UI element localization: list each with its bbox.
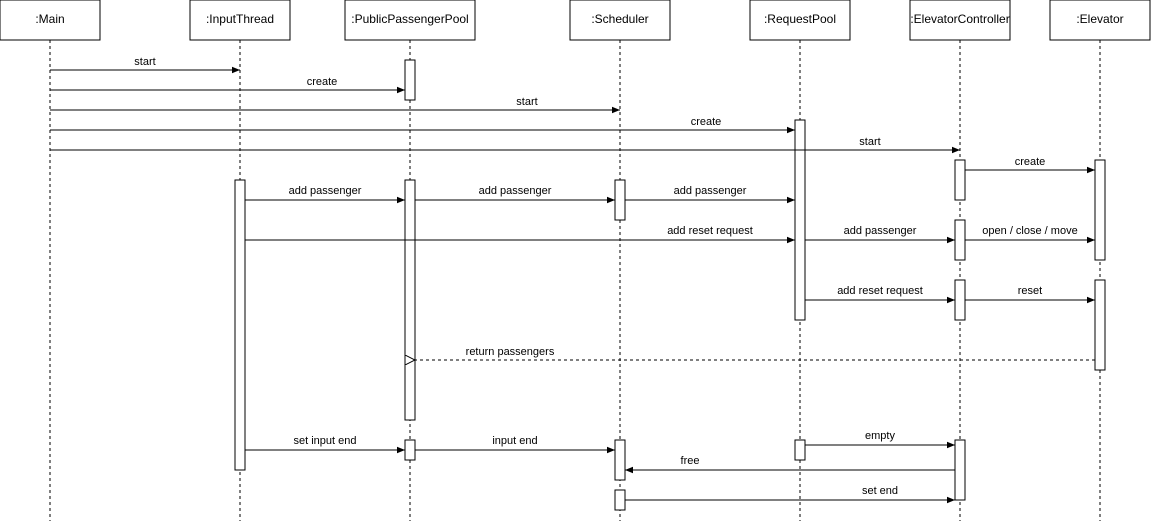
message-label: add passenger xyxy=(674,185,747,197)
message-label: start xyxy=(516,96,537,108)
activations xyxy=(234,59,1106,511)
message-add-passenger-2: add passenger xyxy=(415,185,615,204)
activation-bar xyxy=(404,179,416,421)
participant-label: :Scheduler xyxy=(591,12,648,26)
participant-label: :RequestPool xyxy=(764,12,836,26)
participant-requestpool: :RequestPool xyxy=(749,0,851,41)
message-reset: reset xyxy=(965,285,1095,304)
message-label: input end xyxy=(492,435,537,447)
message-free: free xyxy=(625,455,955,474)
message-label: free xyxy=(681,455,700,467)
message-add-passenger-1: add passenger xyxy=(245,185,405,204)
message-label: start xyxy=(859,136,880,148)
activation-bar xyxy=(614,179,626,221)
participant-label: :Elevator xyxy=(1076,12,1123,26)
message-open-close-move: open / close / move xyxy=(965,225,1095,244)
participant-scheduler: :Scheduler xyxy=(569,0,671,41)
message-label: empty xyxy=(865,430,895,442)
participant-elevatorcontroller: :ElevatorController xyxy=(909,0,1011,41)
message-label: add reset request xyxy=(667,225,753,237)
activation-bar xyxy=(404,439,416,461)
message-label: set input end xyxy=(294,435,357,447)
activation-bar xyxy=(614,489,626,511)
message-start-inputthread: start xyxy=(50,56,240,74)
message-set-input-end: set input end xyxy=(245,435,405,454)
message-input-end: input end xyxy=(415,435,615,454)
message-label: create xyxy=(307,76,338,88)
message-label: add passenger xyxy=(289,185,362,197)
message-set-end: set end xyxy=(625,485,955,504)
activation-bar xyxy=(234,179,246,471)
message-empty: empty xyxy=(805,430,955,449)
activation-bar xyxy=(954,279,966,321)
message-create-publicpassengerpool: create xyxy=(50,76,405,94)
message-start-elevatorcontroller: start xyxy=(50,136,960,154)
message-add-passenger-3: add passenger xyxy=(625,185,795,204)
message-label: return passengers xyxy=(466,346,555,358)
lifelines xyxy=(49,40,1101,521)
activation-bar xyxy=(954,439,966,501)
message-add-passenger-4: add passenger xyxy=(805,225,955,244)
activation-bar xyxy=(954,159,966,201)
message-add-reset-request-1: add reset request xyxy=(245,225,795,244)
message-create-requestpool: create xyxy=(50,116,795,134)
activation-bar xyxy=(794,439,806,461)
message-add-reset-request-2: add reset request xyxy=(805,285,955,304)
message-label: set end xyxy=(862,485,898,497)
message-label: reset xyxy=(1018,285,1042,297)
activation-bar xyxy=(1094,159,1106,261)
message-label: add reset request xyxy=(837,285,923,297)
message-label: create xyxy=(1015,156,1046,168)
participant-label: :Main xyxy=(35,12,64,26)
participant-main: :Main xyxy=(0,0,101,41)
messages: start create start create start create a… xyxy=(50,56,1095,504)
message-label: start xyxy=(134,56,155,68)
activation-bar xyxy=(794,119,806,321)
message-label: create xyxy=(691,116,722,128)
participant-elevator: :Elevator xyxy=(1049,0,1151,41)
activation-bar xyxy=(1094,279,1106,371)
activation-bar xyxy=(614,439,626,481)
message-label: add passenger xyxy=(479,185,552,197)
message-create-elevator: create xyxy=(965,156,1095,174)
message-label: add passenger xyxy=(844,225,917,237)
participant-inputthread: :InputThread xyxy=(189,0,291,41)
message-start-scheduler: start xyxy=(50,96,620,114)
message-label: open / close / move xyxy=(982,225,1077,237)
participant-label: :ElevatorController xyxy=(910,12,1009,26)
activation-bar xyxy=(954,219,966,261)
message-return-passengers: return passengers xyxy=(415,346,1095,360)
activation-bar xyxy=(404,59,416,101)
participant-label: :InputThread xyxy=(206,12,274,26)
participant-label: :PublicPassengerPool xyxy=(351,12,468,26)
participant-publicpassengerpool: :PublicPassengerPool xyxy=(344,0,476,41)
